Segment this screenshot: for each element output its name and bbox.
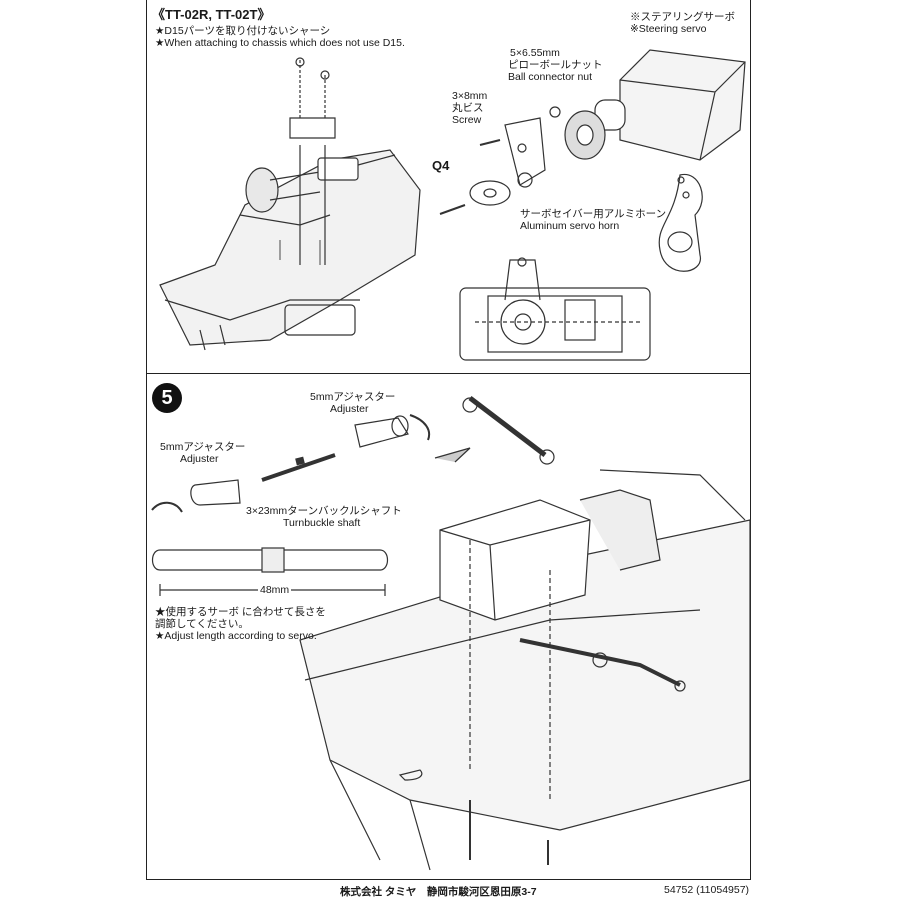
steering-servo-jp: ※ステアリングサーボ — [630, 11, 735, 23]
frame-right — [750, 0, 751, 880]
servo-horn-drawing — [439, 49, 746, 361]
frame-left — [146, 0, 147, 880]
ball-nut-en: Ball connector nut — [508, 71, 593, 83]
screw-size: 3×8mm — [452, 90, 488, 102]
footer-company: 株式会社 タミヤ 静岡市駿河区恩田原3-7 — [340, 886, 537, 898]
adjuster-left-jp: 5mmアジャスター — [160, 441, 246, 453]
horn-jp: サーボセイバー用アルミホーン — [520, 208, 667, 220]
adjuster-top-jp: 5mmアジャスター — [310, 391, 396, 403]
note-jp: ★D15パーツを取り付けないシャーシ — [155, 25, 331, 37]
steering-servo-en: ※Steering servo — [630, 23, 707, 35]
model-title: 《TT-02R, TT-02T》 — [152, 7, 271, 22]
adjuster-left-en: Adjuster — [180, 453, 219, 465]
adjust-note1-jp: ★使用するサーボ に合わせて長さを — [155, 606, 326, 618]
main-chassis-assembly — [299, 396, 751, 871]
section-divider — [146, 373, 751, 374]
screw-en: Screw — [452, 114, 482, 126]
shaft-jp: 3×23mmターンバックルシャフト — [246, 505, 402, 517]
horn-en: Aluminum servo horn — [520, 220, 620, 232]
screw-jp: 丸ビス — [452, 102, 484, 114]
shaft-en: Turnbuckle shaft — [283, 517, 361, 529]
step-number-badge: 5 — [152, 383, 182, 413]
adjuster-top-en: Adjuster — [330, 403, 369, 415]
footer-code: 54752 (11054957) — [664, 884, 750, 896]
note-en: ★When attaching to chassis which does no… — [155, 37, 405, 49]
ball-nut-size: 5×6.55mm — [510, 47, 560, 59]
q4-label: Q4 — [432, 158, 450, 173]
frame-bottom — [146, 879, 751, 880]
adjust-note-en: ★Adjust length according to servo. — [155, 630, 317, 642]
ball-nut-jp: ピローボールナット — [508, 59, 603, 71]
chassis-drawing-top — [159, 57, 421, 351]
length-label: 48mm — [258, 584, 292, 598]
adjust-note2-jp: 調節してください。 — [155, 618, 249, 630]
